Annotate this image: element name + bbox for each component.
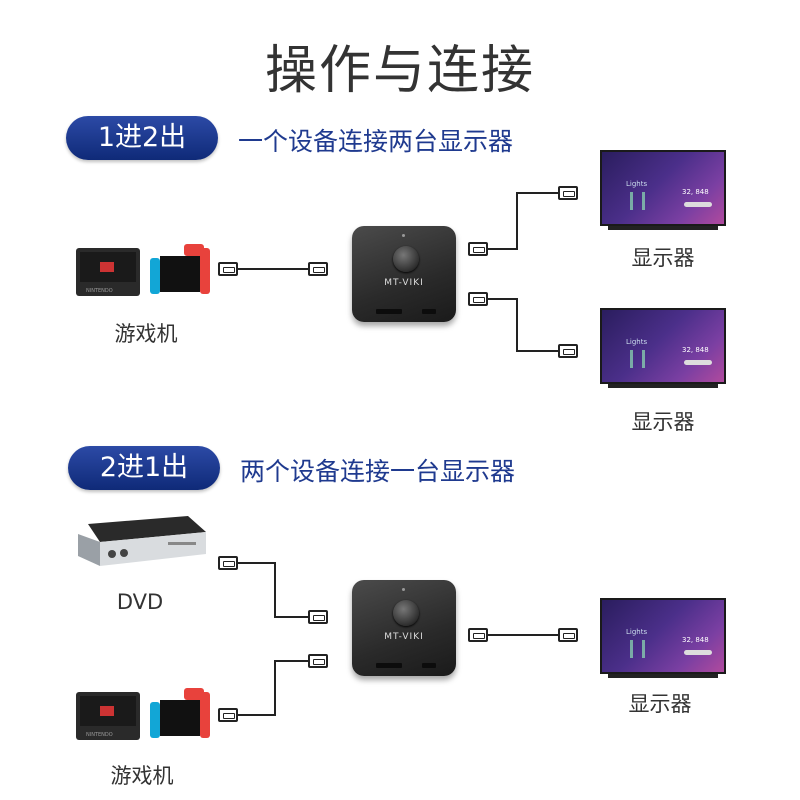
section1-badge: 1进2出	[66, 116, 218, 160]
hdmi-connector-icon	[218, 708, 238, 722]
tv-screen-value: 32, 848	[682, 346, 709, 354]
hdmi-connector-icon	[308, 610, 328, 624]
display-3-image: Lights 32, 848	[600, 598, 726, 684]
hdmi-switch-device: MT-VIKI	[352, 226, 456, 322]
hdmi-connector-icon	[308, 654, 328, 668]
tv-screen-value: 32, 848	[682, 636, 709, 644]
game-console-label: 游戏机	[110, 764, 174, 788]
game-console-label: 游戏机	[114, 322, 178, 346]
switch-brand-label: MT-VIKI	[384, 278, 424, 288]
section2-subtitle: 两个设备连接一台显示器	[240, 457, 516, 486]
hdmi-connector-icon	[468, 242, 488, 256]
hdmi-connector-icon	[558, 628, 578, 642]
section1-subtitle: 一个设备连接两台显示器	[238, 127, 514, 156]
hdmi-connector-icon	[308, 262, 328, 276]
page-title: 操作与连接	[264, 41, 535, 101]
hdmi-cable	[238, 268, 308, 270]
tv-screen-value: 32, 848	[682, 188, 709, 196]
hdmi-switch-device: MT-VIKI	[352, 580, 456, 676]
section2-badge: 2进1出	[68, 446, 220, 490]
game-console-image: NINTENDO	[76, 684, 216, 744]
switch-brand-label: MT-VIKI	[384, 632, 424, 642]
hdmi-connector-icon	[558, 186, 578, 200]
display-2-label: 显示器	[631, 410, 695, 434]
tv-screen-title: Lights	[626, 180, 648, 188]
display-1-label: 显示器	[631, 246, 695, 270]
tv-screen-title: Lights	[626, 338, 648, 346]
display-3-label: 显示器	[628, 692, 692, 716]
hdmi-connector-icon	[218, 262, 238, 276]
hdmi-connector-icon	[468, 292, 488, 306]
hdmi-connector-icon	[558, 344, 578, 358]
svg-text:NINTENDO: NINTENDO	[86, 732, 113, 738]
hdmi-connector-icon	[218, 556, 238, 570]
display-1-image: Lights 32, 848	[600, 150, 726, 236]
hdmi-connector-icon	[468, 628, 488, 642]
dvd-label: DVD	[116, 590, 164, 614]
tv-screen-title: Lights	[626, 628, 648, 636]
dvd-player-image	[78, 514, 208, 574]
svg-text:NINTENDO: NINTENDO	[86, 288, 113, 294]
game-console-image: NINTENDO	[76, 240, 216, 300]
display-2-image: Lights 32, 848	[600, 308, 726, 394]
